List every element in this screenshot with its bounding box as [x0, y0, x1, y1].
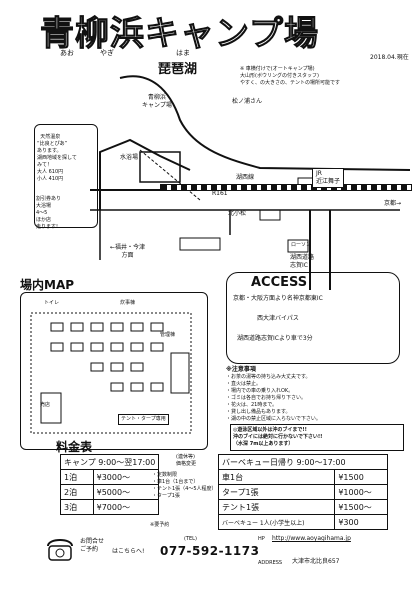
camp-row-3-label: 3泊 [60, 499, 94, 515]
label-kitakomatsu: 北小松 [228, 210, 247, 217]
website-link[interactable]: http://www.aoyagihama.jp [272, 535, 351, 542]
label-imazu: ←福井・今津 方面 [110, 244, 146, 259]
ruby-hama: はま [176, 49, 190, 57]
onsen-note-box: 天然温泉 “比良とぴあ” あります。 湖西地域を探して みて！ 大人 610円 … [34, 124, 98, 228]
camp-row-1-price: ¥3000〜 [92, 469, 160, 485]
ruby-ao: あお [60, 49, 74, 57]
notes-right: ※ 車横付けで(オートキャンプ場) 大山形(ボウリングの付きスタッフ) やすく、… [240, 66, 341, 86]
page-title: 青柳浜キャンプ場 [40, 14, 319, 55]
label-camp-site: 青柳浜 キャンプ場 [142, 94, 172, 109]
onsen-note: 天然温泉 “比良とぴあ” あります。 湖西地域を探して みて！ 大人 610円 … [37, 134, 77, 182]
access-line-3: 湖西道路志賀ICより車で3分 [237, 335, 313, 342]
label-kosei-pkwy: 湖西道路 志賀IC [290, 254, 315, 269]
phone-number[interactable]: 077-592-1173 [160, 544, 260, 558]
camp-footnote: ※要予約 [150, 522, 170, 528]
ruby-yagi: やぎ [100, 49, 114, 57]
label-kyoto: 京都→ [384, 200, 402, 207]
notice-2: ・直火は禁止。 [226, 381, 262, 387]
notices-block: ※注意事項 ・お茶の湯等の持ち込み大丈夫です。 ・直火は禁止。 ・場内での車の乗… [226, 366, 398, 423]
camp-row-1-label: 1泊 [60, 469, 94, 485]
contact-label: お問合せ ご予約 [80, 538, 105, 553]
lake-name: 琵琶湖 [158, 62, 198, 77]
site-label-shop: 売店 [40, 402, 51, 408]
camp-note: (連休等) 価格変更 [176, 454, 197, 467]
label-convenience: ローソン [291, 242, 312, 248]
swim-warning: ◎遊泳区域以外は沖のブイまで!! 沖のブイには絶対に行かないで下さい!! （水深… [230, 424, 404, 451]
bbq-title: バーベキュー日帰り 9:00〜17:00 [218, 454, 388, 470]
bbq-row-3-price: ¥1500〜 [334, 499, 388, 515]
date-note: 2018.04.現在 [370, 54, 409, 61]
telephone-icon [47, 539, 73, 561]
access-line-2: 西大津バイパス [257, 315, 299, 322]
camp-row-2-label: 2泊 [60, 484, 94, 500]
camp-extra: ・定数制限 ・車1台（1台まで） ・テント1張（4〜5人程度） ・タープ1張 [152, 472, 217, 499]
railway-line [160, 184, 412, 191]
site-label-office: 管理棟 [160, 332, 176, 338]
label-suiyoku: 水浴場 [120, 154, 139, 161]
notice-5: ・花火は、21時まで。 [226, 402, 278, 408]
address-label: ADDRESS [258, 560, 283, 566]
tel-label: (TEL) [184, 536, 197, 542]
site-label-kitchen: 炊事棟 [120, 300, 136, 306]
site-label-toilet: トイレ [44, 300, 60, 306]
camp-row-3-price: ¥7000〜 [92, 499, 160, 515]
site-map-drawing [30, 312, 192, 434]
bbq-row-4-label: バーベキュー 1人(小学生以上) [217, 514, 336, 530]
contact-lead: はこちらへ! [112, 548, 145, 555]
hp-label: HP [258, 536, 265, 542]
notice-1: ・お茶の湯等の持ち込み大丈夫です。 [226, 374, 311, 380]
bbq-row-1-price: ¥1500 [334, 469, 388, 485]
site-map-frame [20, 292, 208, 450]
camp-price-table: キャンプ 9:00〜翌17:00 1泊¥3000〜 2泊¥5000〜 3泊¥70… [59, 454, 160, 515]
area-map-drawing [90, 75, 411, 290]
notice-7: ・湖の中の禁止区域に入らないで下さい。 [226, 416, 321, 422]
tent-only-note: テント・タープ専用 [118, 414, 169, 425]
label-railway: 湖西線 [236, 174, 255, 181]
label-station: JR 近江舞子 [312, 168, 345, 188]
bbq-price-table: バーベキュー日帰り 9:00〜17:00 車1台¥1500 タープ1張¥1000… [217, 454, 388, 530]
access-heading: ACCESS [251, 275, 308, 290]
camp-row-2-price: ¥5000〜 [92, 484, 160, 500]
pricing-heading: 料金表 [56, 440, 93, 454]
label-matsunoura: 松ノ浦さん [232, 98, 263, 105]
access-box: ACCESS 京都・大阪方面より名神京都東IC 西大津バイパス 湖西道路志賀IC… [226, 272, 400, 364]
notice-4: ・ゴミは各自でお持ち帰り下さい。 [226, 395, 307, 401]
address-value: 大津市北比良657 [292, 558, 340, 565]
notices-heading: ※注意事項 [226, 366, 256, 373]
notice-3: ・場内での車の乗り入れOK。 [226, 388, 294, 394]
bbq-row-4-price: ¥300 [334, 514, 388, 530]
bbq-row-2-price: ¥1000〜 [334, 484, 388, 500]
access-line-1: 京都・大阪方面より名神京都東IC [233, 295, 323, 302]
bbq-row-2-label: タープ1張 [217, 484, 336, 500]
camp-title: キャンプ 9:00〜翌17:00 [59, 454, 160, 470]
label-route: R161 [212, 190, 228, 197]
notice-6: ・貸し出し備品もあります。 [226, 409, 291, 415]
site-map-heading: 場内MAP [20, 278, 75, 292]
bbq-row-1-label: 車1台 [217, 469, 336, 485]
bbq-row-3-label: テント1張 [217, 499, 336, 515]
onsen-note2: 割引券あり 大浴場 4〜5 ほか店 走ります! [36, 196, 62, 230]
